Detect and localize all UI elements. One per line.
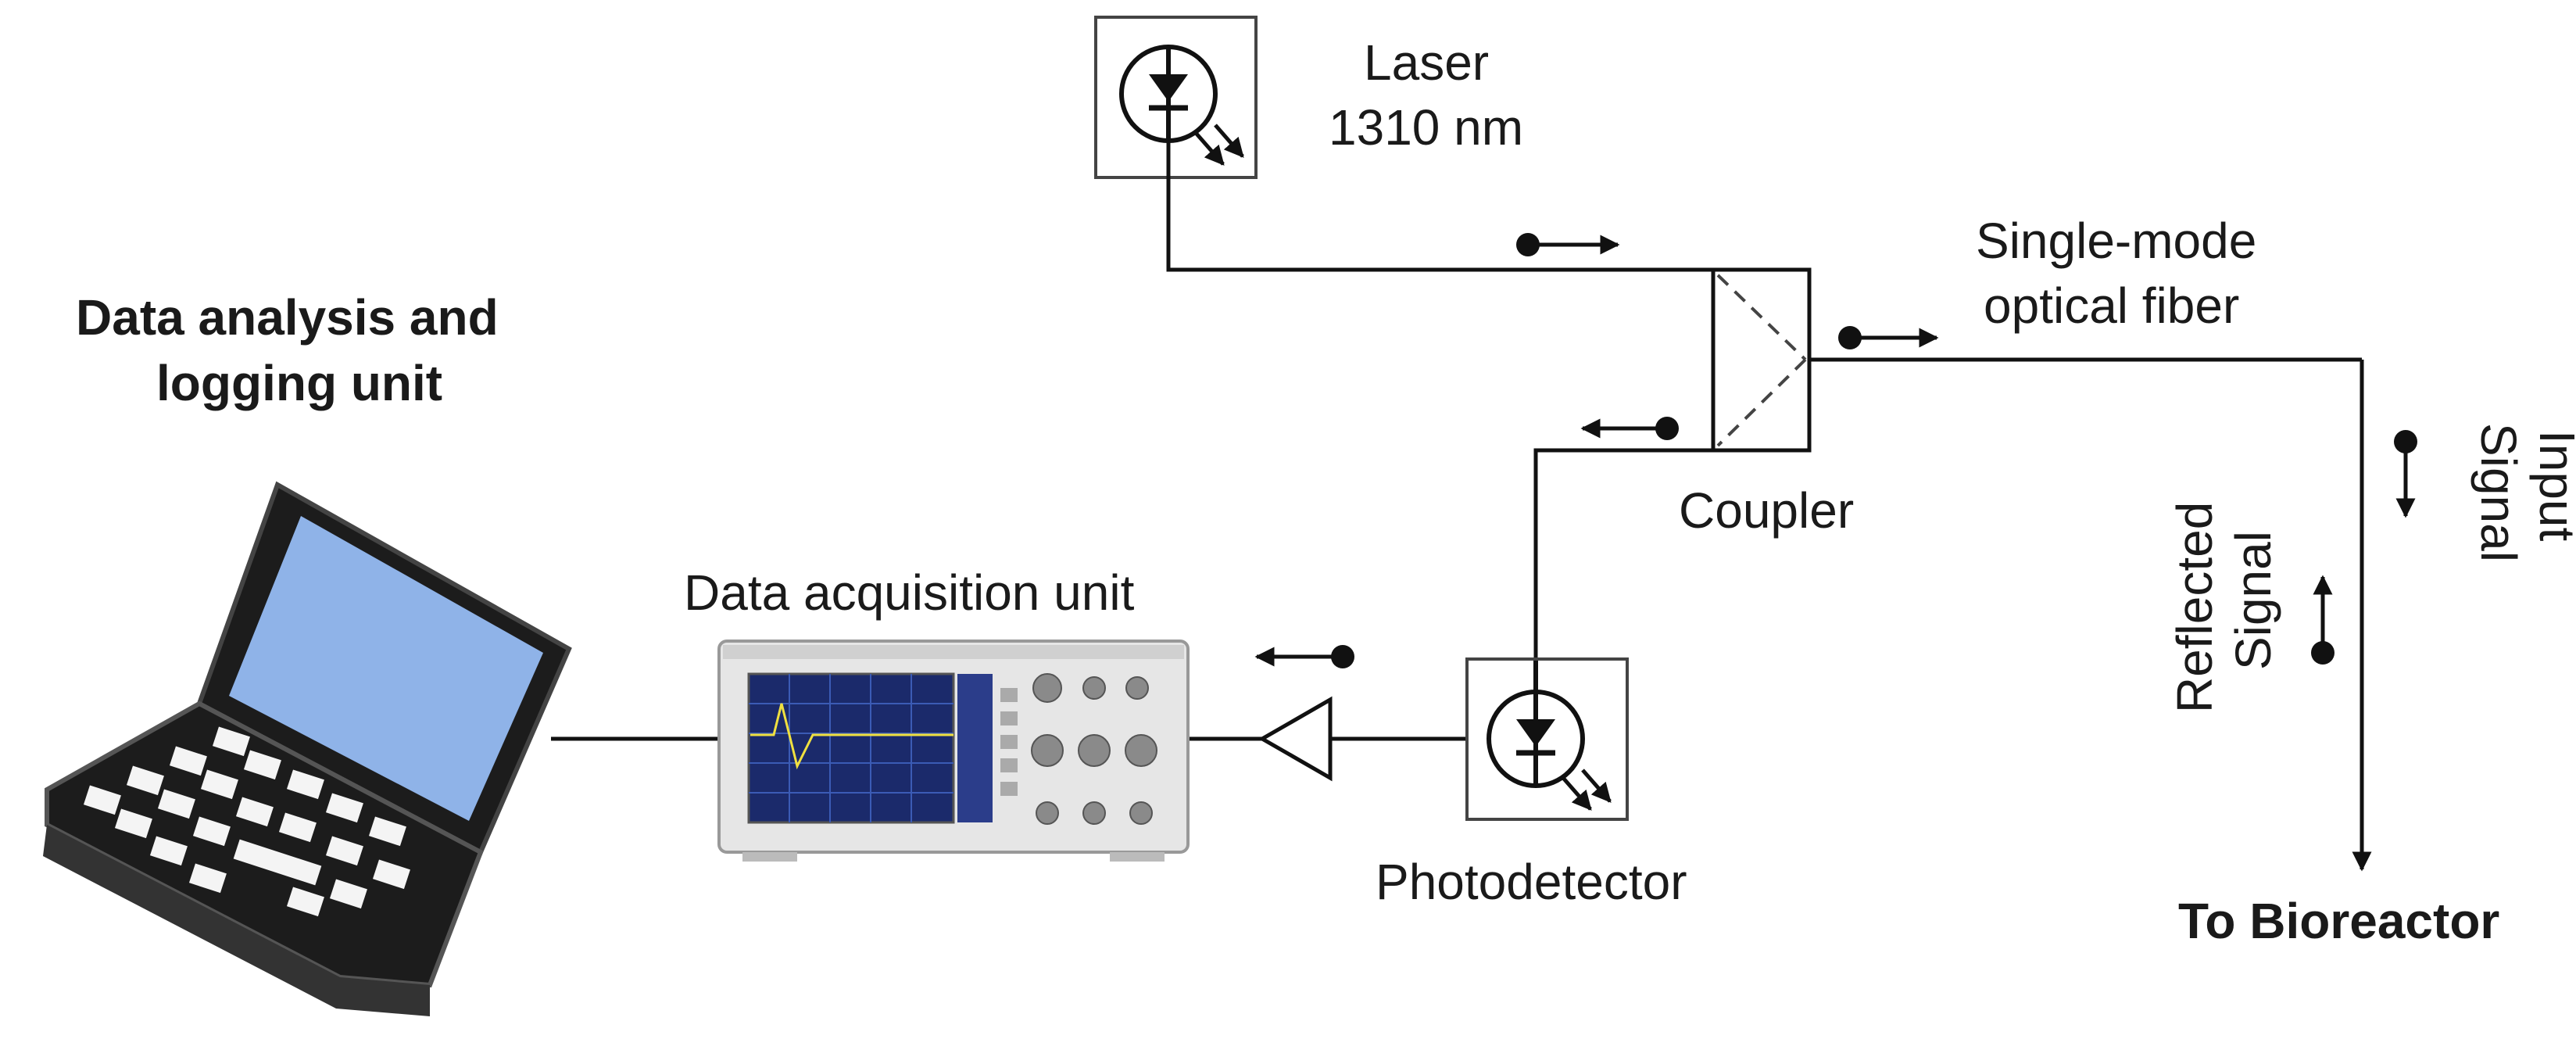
dot-arrow-icon <box>1516 233 1620 256</box>
fiber-coupler-icon <box>1711 267 1812 453</box>
reflected-signal-label: Reflected Signal <box>2166 488 2281 713</box>
laser-diode-icon <box>1094 16 1258 179</box>
laptop-icon <box>43 481 572 1016</box>
coupler-label: Coupler <box>1679 482 1854 539</box>
photodiode-icon <box>1465 657 1629 821</box>
dot-arrow-icon <box>2394 430 2417 518</box>
amplifier-triangle-icon <box>1258 696 1333 782</box>
input-signal-label: Input Signal <box>2470 423 2576 562</box>
dot-arrow-icon <box>1838 326 1939 349</box>
daq-label: Data acquisition unit <box>684 564 1135 621</box>
laser-label: Laser 1310 nm <box>1329 34 1523 156</box>
dot-arrow-icon <box>1254 645 1354 668</box>
dot-arrow-icon <box>2311 575 2334 665</box>
bioreactor-label: To Bioreactor <box>2178 893 2499 949</box>
dot-arrow-icon <box>1580 417 1679 440</box>
fiber-label: Single-mode optical fiber <box>1976 213 2270 334</box>
photodetector-label: Photodetector <box>1376 854 1687 910</box>
return-fiber <box>1533 448 1713 661</box>
oscilloscope-icon <box>717 640 1190 862</box>
logging-unit-label: Data analysis and logging unit <box>76 289 512 411</box>
laser-fiber <box>1166 141 1809 272</box>
